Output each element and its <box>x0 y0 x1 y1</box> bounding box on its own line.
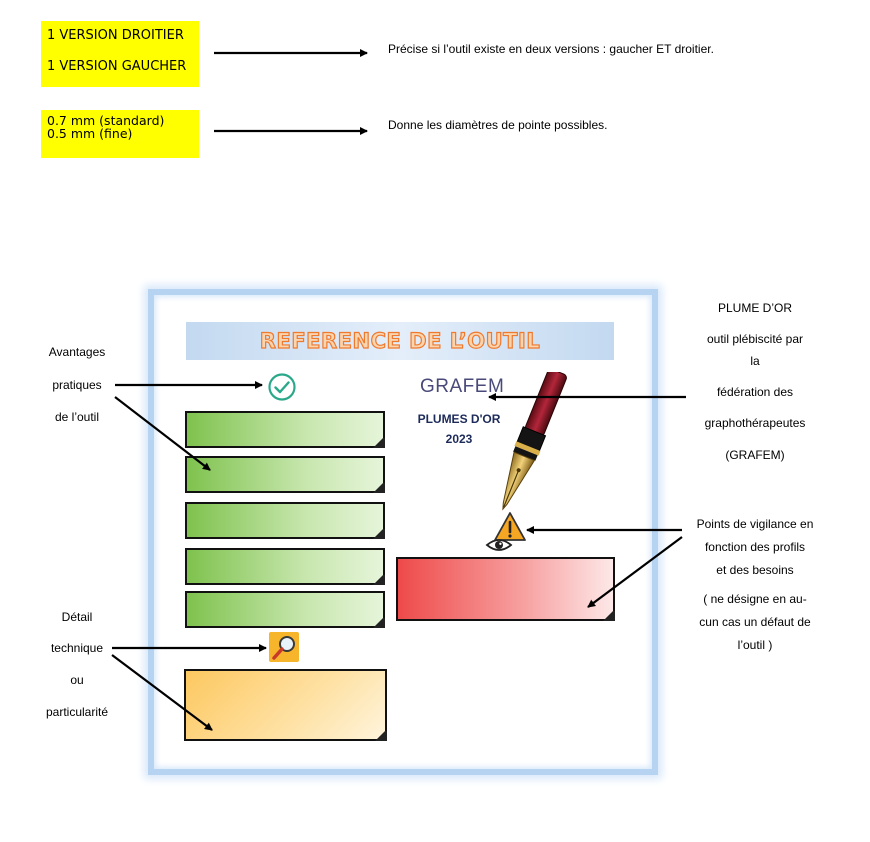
advantage-card-3 <box>185 502 385 539</box>
version-gaucher: 1 VERSION GAUCHER <box>47 59 187 74</box>
label-vigilance-note-2: cun cas un défaut de <box>699 615 811 629</box>
advantage-card-2 <box>185 456 385 493</box>
versions-note: Précise si l’outil existe en deux versio… <box>388 42 714 56</box>
arrow-vigilance-card <box>587 536 683 608</box>
label-advantages-3: de l’outil <box>54 410 100 424</box>
advantage-card-5 <box>185 591 385 628</box>
label-plume-6: (GRAFEM) <box>725 448 785 462</box>
details-card <box>184 669 387 741</box>
label-advantages-2: pratiques <box>52 378 102 392</box>
label-details-4: particularité <box>45 705 109 719</box>
eye-icon <box>485 539 513 551</box>
diameters-box: 0.7 mm (standard) 0.5 mm (fine) <box>41 110 199 158</box>
label-plume-3: la <box>750 354 760 368</box>
label-advantages-1: Avantages <box>48 345 106 359</box>
label-plume-2: outil plébiscité par <box>706 332 804 346</box>
fountain-pen-icon <box>502 372 567 511</box>
award-line-1: PLUMES D'OR <box>417 412 501 426</box>
label-plume-1: PLUME D’OR <box>717 301 792 315</box>
award-line-2: 2023 <box>445 432 473 446</box>
magnifier-icon <box>269 632 299 662</box>
label-vigilance-2: fonction des profils <box>704 540 806 554</box>
label-plume-4: fédération des <box>716 385 794 399</box>
versions-box: 1 VERSION DROITIER 1 VERSION GAUCHER <box>41 21 199 87</box>
label-details-2: technique <box>50 641 104 655</box>
label-vigilance-3: et des besoins <box>716 563 794 577</box>
check-circle-icon <box>268 373 296 401</box>
grafem-logo: GRAFEM <box>420 376 505 397</box>
vigilance-card <box>396 557 615 621</box>
advantage-card-1 <box>185 411 385 448</box>
diameter-fine: 0.5 mm (fine) <box>47 126 133 141</box>
label-vigilance-note-3: l’outil ) <box>737 638 773 652</box>
label-vigilance-note-1: ( ne désigne en au- <box>703 592 807 606</box>
advantage-card-4 <box>185 548 385 585</box>
label-details-1: Détail <box>61 610 93 624</box>
label-details-3: ou <box>70 673 84 687</box>
label-plume-5: graphothérapeutes <box>704 416 806 430</box>
label-vigilance-1: Points de vigilance en <box>696 517 814 531</box>
reference-title-bar <box>186 322 614 360</box>
reference-title: REFERENCE DE L’OUTIL <box>259 328 541 353</box>
version-droitier: 1 VERSION DROITIER <box>47 28 184 43</box>
arrow-advantages-card <box>114 396 211 471</box>
warning-icon <box>494 512 526 541</box>
diameters-note: Donne les diamètres de pointe possibles. <box>388 118 608 132</box>
diameter-standard: 0.7 mm (standard) <box>47 113 165 128</box>
arrow-details-card <box>111 654 213 731</box>
